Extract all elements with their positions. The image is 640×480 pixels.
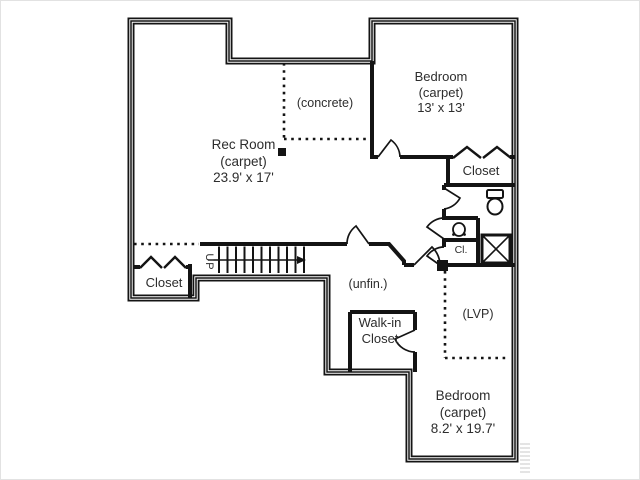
stairs-up-label: UP xyxy=(203,253,215,271)
concrete-area-label: (concrete) xyxy=(296,96,354,110)
bedroom-upper-label: Bedroom (carpet) 13' x 13' xyxy=(383,69,499,116)
bedroom-lower-label: Bedroom (carpet) 8.2' x 19.7' xyxy=(405,388,521,438)
bedroom-lower-dims: 8.2' x 19.7' xyxy=(430,421,496,436)
closet-lower-label: Closet xyxy=(145,275,183,290)
bifold-door-icon-lower-closet xyxy=(139,255,187,269)
door-arc-bedroom-upper xyxy=(377,138,401,158)
toilet-icon xyxy=(486,189,504,216)
door-swings xyxy=(346,138,462,353)
door-arc-bathroom xyxy=(443,187,462,210)
floor-boundary-dotted-lines xyxy=(134,63,508,360)
unfinished-area-label: (unfin.) xyxy=(348,277,388,291)
rec-room-label: Rec Room (carpet) 23.9' x 17' xyxy=(166,137,321,187)
watermark xyxy=(520,443,530,473)
sink-icon xyxy=(452,222,466,237)
x-box-icon xyxy=(480,233,512,265)
interior-walls xyxy=(134,61,515,372)
rec-room-name: Rec Room xyxy=(211,137,276,152)
support-column xyxy=(278,148,286,156)
door-arc-hallway xyxy=(413,245,441,266)
walk-in-closet-line1: Walk-in xyxy=(358,315,402,330)
lvp-area-label: (LVP) xyxy=(462,307,494,321)
lvp-boundary xyxy=(443,271,508,360)
door-arc-rec-room xyxy=(346,224,370,245)
stair-arrow-head xyxy=(297,256,306,264)
door-arc-walk-in-closet xyxy=(393,329,416,353)
bedroom-lower-name: Bedroom xyxy=(435,388,491,403)
small-closet-label: Cl. xyxy=(454,244,468,256)
walk-in-closet-line2: Closet xyxy=(361,330,399,346)
wall-junction-block xyxy=(437,260,448,271)
rec-room-floor: (carpet) xyxy=(220,153,267,169)
bedroom-lower-floor: (carpet) xyxy=(439,404,487,420)
bedroom-upper-dims: 13' x 13' xyxy=(417,100,465,115)
door-arc-small-closet xyxy=(425,246,445,269)
outer-walls xyxy=(127,17,519,463)
bedroom-upper-name: Bedroom xyxy=(414,69,468,84)
stairs xyxy=(208,246,306,273)
bifold-doors xyxy=(139,145,512,269)
closet-upper-label: Closet xyxy=(462,163,500,178)
door-arc-sink-room xyxy=(425,217,445,240)
bedroom-upper-floor: (carpet) xyxy=(418,84,464,100)
concrete-boundary xyxy=(282,63,368,141)
rec-room-dims: 23.9' x 17' xyxy=(213,170,274,185)
walk-in-closet-label: Walk-in Closet xyxy=(343,315,417,346)
bifold-door-icon-upper-closet xyxy=(452,145,512,159)
